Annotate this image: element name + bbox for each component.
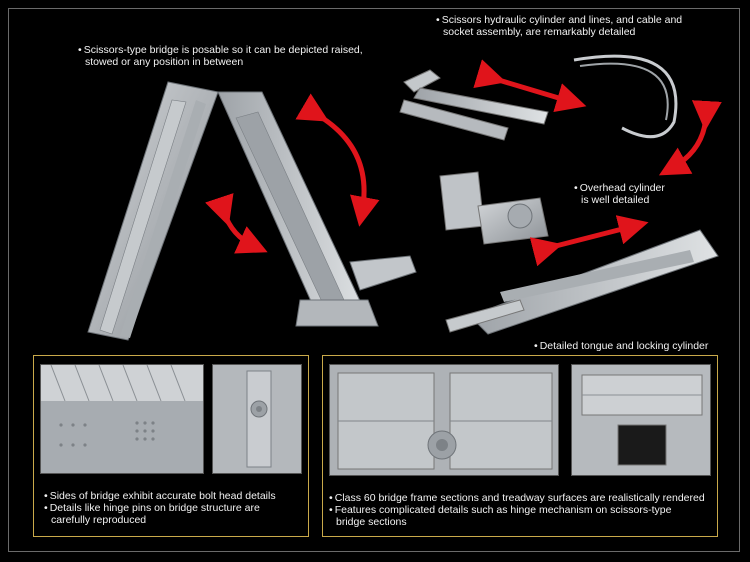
caption-line: Detailed tongue and locking cylinder bbox=[534, 340, 709, 352]
arrow-hydraulic bbox=[473, 59, 587, 113]
caption-line: Scissors hydraulic cylinder and lines, a… bbox=[436, 14, 682, 26]
caption-hinge-mechanism: Features complicated details such as hin… bbox=[329, 504, 672, 528]
caption-bridge-pose: Scissors-type bridge is posable so it ca… bbox=[78, 44, 363, 68]
caption-hinge-pins: Details like hinge pins on bridge struct… bbox=[44, 502, 260, 526]
panel-bolt-details: Sides of bridge exhibit accurate bolt he… bbox=[33, 355, 309, 537]
arrow-tongue bbox=[529, 215, 649, 267]
thumb-treadway bbox=[571, 364, 711, 476]
caption-line: socket assembly, are remarkably detailed bbox=[443, 26, 636, 38]
bolt-heads-illustration bbox=[41, 365, 203, 473]
caption-line: stowed or any position in between bbox=[85, 56, 244, 68]
caption-overhead: Overhead cylinder is well detailed bbox=[574, 182, 665, 206]
caption-line: is well detailed bbox=[581, 194, 650, 206]
caption-line: Scissors-type bridge is posable so it ca… bbox=[78, 44, 363, 56]
red-arrows bbox=[205, 59, 722, 267]
overhead-cylinder-block bbox=[439, 171, 549, 245]
caption-line: Features complicated details such as hin… bbox=[329, 504, 672, 516]
hinge-pins-illustration bbox=[213, 365, 301, 473]
bridge-left-span bbox=[87, 81, 219, 341]
caption-hydraulic: Scissors hydraulic cylinder and lines, a… bbox=[436, 14, 682, 38]
caption-line: Overhead cylinder bbox=[574, 182, 665, 194]
thumb-frame-sections bbox=[329, 364, 559, 476]
thumb-bolt-heads bbox=[40, 364, 204, 474]
caption-line: Class 60 bridge frame sections and tread… bbox=[329, 492, 705, 504]
panel-frame-sections: Class 60 bridge frame sections and tread… bbox=[322, 355, 718, 537]
curved-arrow-up bbox=[295, 93, 380, 227]
caption-tongue: Detailed tongue and locking cylinder bbox=[534, 340, 709, 352]
caption-bolt-details: Sides of bridge exhibit accurate bolt he… bbox=[44, 490, 276, 502]
bridge-right-span bbox=[217, 91, 417, 327]
frame-sections-illustration bbox=[330, 365, 558, 475]
hydraulic-cylinder-parts bbox=[399, 54, 678, 141]
curved-arrow-left bbox=[205, 193, 268, 254]
caption-line: Sides of bridge exhibit accurate bolt he… bbox=[44, 490, 276, 502]
tongue-locking-cylinder bbox=[445, 229, 719, 335]
caption-line: carefully reproduced bbox=[51, 514, 147, 526]
caption-frame-sections: Class 60 bridge frame sections and tread… bbox=[329, 492, 705, 504]
outer-frame bbox=[8, 8, 740, 552]
arrow-cable bbox=[658, 100, 722, 176]
caption-line: bridge sections bbox=[336, 516, 407, 528]
treadway-illustration bbox=[572, 365, 710, 475]
caption-line: Details like hinge pins on bridge struct… bbox=[44, 502, 260, 514]
thumb-hinge-pins bbox=[212, 364, 302, 474]
